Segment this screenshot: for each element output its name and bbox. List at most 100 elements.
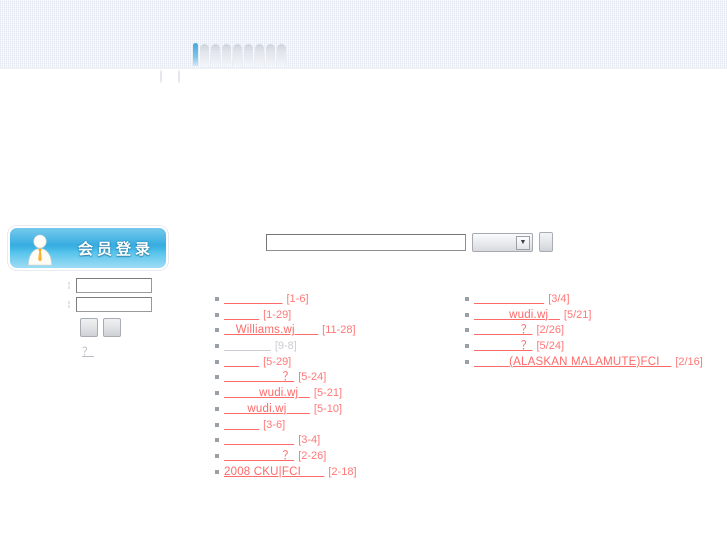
news-link[interactable]: ＿＿＿＿＿＿ [474,293,545,305]
news-link[interactable]: ＿＿＿wudi.wj＿ [474,308,560,321]
news-item[interactable]: ＿＿＿＿[9-8] [215,339,455,355]
news-link[interactable]: ＿＿＿＿？ [474,340,533,353]
password-row [68,297,178,312]
search-submit-button[interactable] [539,232,553,252]
bullet-icon [465,344,469,349]
bullet-icon [465,297,469,301]
logo-arch-icon [211,44,220,66]
bullet-icon [215,406,219,411]
news-item[interactable]: ＿＿＿＿＿？[5-24] [215,370,455,386]
logo-arch-icon [277,44,286,66]
news-link[interactable]: ＿Williams.wj＿＿ [224,324,319,337]
news-item[interactable]: ＿＿＿wudi.wj＿[5/21] [465,308,715,324]
bullet-icon [465,328,469,333]
login-reset-button[interactable] [103,318,121,337]
logo-arch-icon [255,44,264,66]
nav-item-placeholder[interactable] [178,70,180,83]
news-link[interactable]: ＿＿wudi.wj＿＿ [224,402,310,415]
bullet-icon [215,453,219,458]
login-banner-title: 会员登录 [77,240,154,258]
news-date: [1-29] [263,308,292,321]
news-link[interactable]: ＿＿＿ [224,418,260,431]
news-item[interactable]: ＿＿＿＿＿＿[3-4] [215,433,455,449]
news-date: [2-18] [328,465,357,478]
news-link[interactable]: ＿＿＿＿＿？ [224,371,295,384]
news-item[interactable]: ＿＿＿＿＿[1-6] [215,292,455,308]
bullet-icon [215,438,219,443]
news-date: [5/21] [563,308,592,321]
news-link[interactable]: ＿＿＿＿ [224,340,271,353]
search-bar: ▼ [266,232,553,252]
login-banner: 会员登录 [10,228,166,268]
bullet-icon [215,344,219,349]
news-link[interactable]: ＿＿＿＿＿？ [224,449,295,462]
news-link[interactable]: 2008 CKU|FCI＿＿ [224,465,325,478]
news-link[interactable]: ＿＿＿wudi.wj＿ [224,387,310,400]
news-item[interactable]: ＿＿＿wudi.wj＿[5-21] [215,386,455,402]
username-row [68,278,178,293]
news-date: [5-21] [313,387,343,400]
news-item[interactable]: ＿＿＿＿＿＿[3/4] [465,292,715,308]
login-form: ？ [68,278,178,359]
bullet-icon [215,328,219,333]
news-link[interactable]: ＿＿＿＿＿ [224,293,283,305]
logo-arch-icon [222,44,231,66]
logo-accent-bar [193,43,198,66]
news-item[interactable]: 2008 CKU|FCI＿＿[2-18] [215,465,455,481]
login-submit-button[interactable] [80,318,98,337]
nav-item-placeholder[interactable] [160,70,162,83]
news-date: [5-29] [263,355,292,368]
register-link[interactable]: ？ [82,346,94,358]
news-item[interactable]: ＿＿＿[5-29] [215,355,455,371]
banner-sheen [10,228,166,249]
logo-arch-icon [266,44,275,66]
password-input[interactable] [76,297,152,312]
site-header [0,0,727,83]
news-date: [3-4] [298,434,321,447]
news-date: [3/4] [548,293,570,305]
news-date: [2/16] [675,355,703,368]
username-input[interactable] [76,278,152,293]
bullet-icon [215,297,219,301]
person-avatar-icon [28,234,52,266]
news-link[interactable]: ＿＿＿＿＿＿ [224,434,295,447]
news-date: [2/26] [536,324,565,337]
header-nav[interactable] [160,70,180,83]
logo-arch-icon [233,44,242,66]
news-item[interactable]: ＿Williams.wj＿＿[11-28] [215,323,455,339]
member-login-panel: 会员登录 ？ [10,228,166,358]
news-item[interactable]: ＿＿＿＿？[5/24] [465,339,715,355]
news-item[interactable]: ＿＿＿[3-6] [215,418,455,434]
news-link[interactable]: ＿＿＿ [224,308,260,321]
news-item[interactable]: ＿＿＿(ALASKAN MALAMUTE)FCI＿[2/16] [465,355,715,371]
search-input[interactable] [266,233,466,251]
news-date: [1-6] [286,293,309,305]
news-item[interactable]: ＿＿＿[1-29] [215,308,455,324]
bullet-icon [465,312,469,317]
news-date: [5/24] [536,340,565,353]
news-link[interactable]: ＿＿＿ [224,355,260,368]
news-item[interactable]: ＿＿＿＿＿？[2-26] [215,449,455,465]
news-link[interactable]: ＿＿＿(ALASKAN MALAMUTE)FCI＿ [474,355,672,368]
news-list-right: ＿＿＿＿＿＿[3/4]＿＿＿wudi.wj＿[5/21]＿＿＿＿？[2/26]＿… [465,292,715,370]
news-item[interactable]: ＿＿＿＿？[2/26] [465,323,715,339]
search-category-select[interactable]: ▼ [472,232,533,252]
login-button-group [80,318,178,337]
bullet-icon [215,359,219,364]
news-date: [5-24] [298,371,327,384]
bullet-icon [215,375,219,380]
news-item[interactable]: ＿＿wudi.wj＿＿[5-10] [215,402,455,418]
username-label [68,282,76,289]
news-date: [11-28] [322,324,356,337]
chevron-down-icon[interactable]: ▼ [516,235,530,250]
news-date: [9-8] [274,340,297,353]
bullet-icon [215,469,219,474]
logo-arch-icon [244,44,253,66]
bullet-icon [465,359,469,364]
site-logo[interactable] [193,42,286,66]
news-link[interactable]: ＿＿＿＿？ [474,324,533,337]
news-date: [5-10] [313,402,343,415]
logo-arch-icon [200,44,209,66]
bullet-icon [215,422,219,427]
news-date: [2-26] [298,449,327,462]
